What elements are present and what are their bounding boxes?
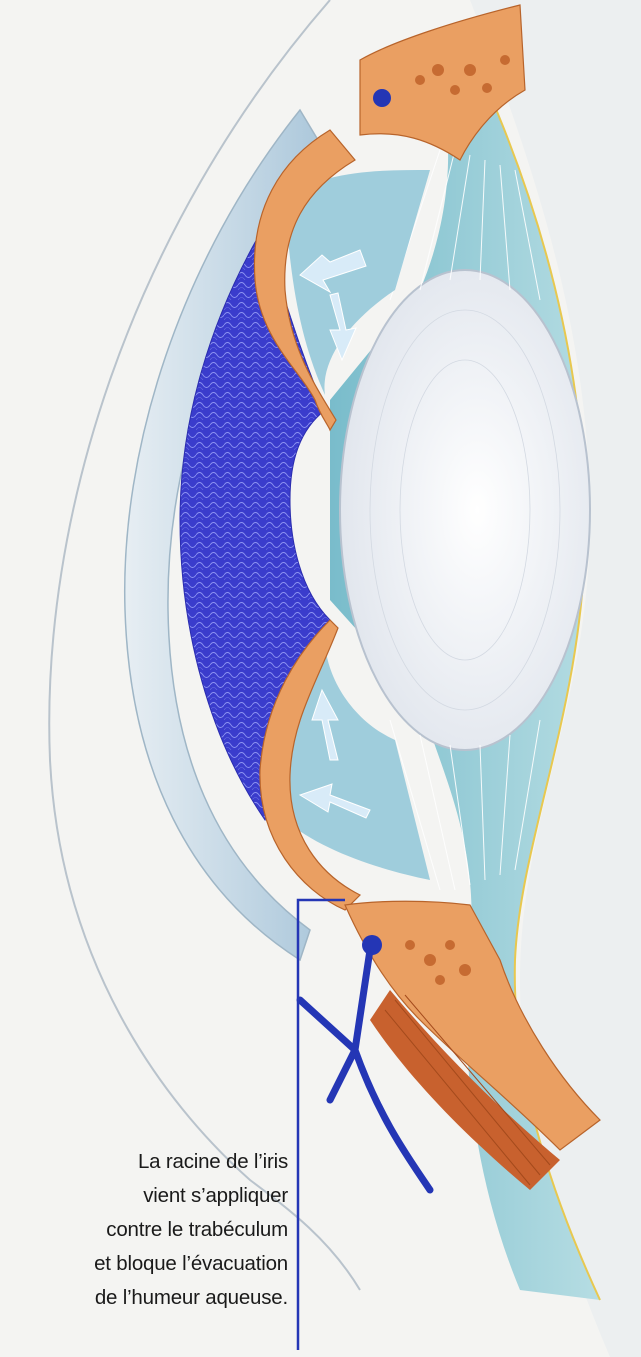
caption-line-3: contre le trabéculum — [20, 1213, 288, 1247]
caption-line-1: La racine de l’iris — [20, 1145, 288, 1179]
caption: La racine de l’iris vient s’appliquer co… — [20, 1145, 288, 1315]
caption-line-2: vient s’appliquer — [20, 1179, 288, 1213]
schlemm-canal-upper — [373, 89, 391, 107]
caption-line-4: et bloque l’évacuation — [20, 1247, 288, 1281]
caption-line-5: de l’humeur aqueuse. — [20, 1281, 288, 1315]
leader-line — [298, 900, 345, 1350]
lens — [340, 270, 590, 750]
